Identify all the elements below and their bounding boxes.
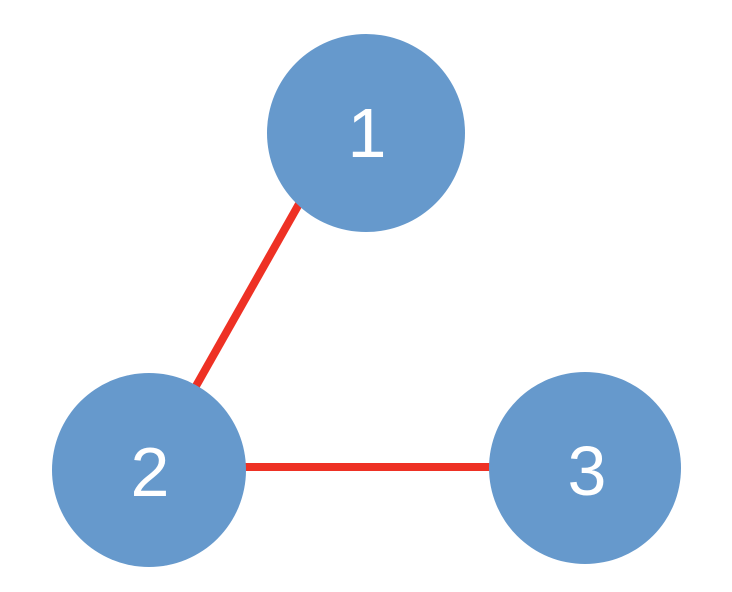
edge-layer xyxy=(192,202,492,471)
node-layer: 1 2 3 xyxy=(52,34,681,567)
node-label-3: 3 xyxy=(568,432,607,510)
graph-node-1[interactable]: 1 xyxy=(267,34,465,232)
node-label-1: 1 xyxy=(348,94,387,172)
node-circle-1[interactable] xyxy=(267,34,465,232)
node-label-2: 2 xyxy=(131,433,170,511)
graph-edge-1-2[interactable] xyxy=(192,202,303,388)
node-circle-3[interactable] xyxy=(489,372,681,564)
graph-node-2[interactable]: 2 xyxy=(52,373,246,567)
graph-node-3[interactable]: 3 xyxy=(489,372,681,564)
node-circle-2[interactable] xyxy=(52,373,246,567)
